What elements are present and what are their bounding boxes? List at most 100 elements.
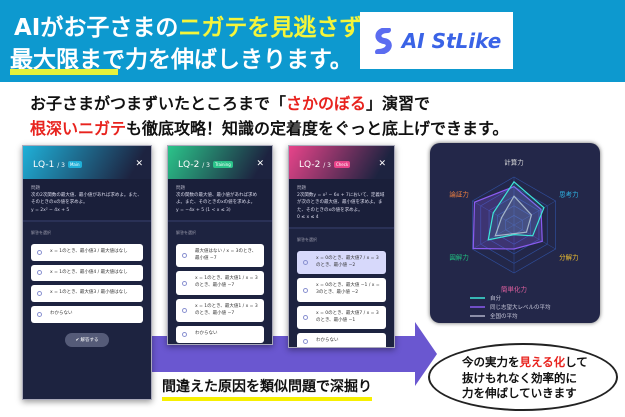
close-icon[interactable]: ✕ [135, 159, 143, 169]
option-text: x = 1のとき、最小値4 / 最大値はなし [50, 269, 128, 275]
question-formula: y = −4x + 5 (1 < x ≤ 3) [176, 207, 231, 213]
question-formula: 0 ≤ x ≤ 4 [297, 214, 319, 220]
quiz-count: / 3 [57, 162, 65, 169]
quiz-badge: Training [212, 161, 233, 168]
option-text: わからない [195, 331, 218, 337]
logo: AI StLike [360, 12, 513, 69]
subtitle-1: お子さまがつまずいたところまで「さかのぼる」演習で [30, 90, 430, 114]
radio-icon[interactable] [37, 311, 42, 317]
answer-option[interactable]: 最大値はない / x = 3のとき、最小値 −7 [176, 243, 264, 268]
s1c: 」演習で [366, 94, 431, 113]
bubble-line-3: 力を伸ばしていきます [462, 386, 577, 401]
s2a: 根深いニガテ [30, 119, 127, 138]
answer-option[interactable]: x = 1のとき、最大値1 / x = 3のとき、最小値 −7 [176, 271, 264, 295]
option-text: x = 0のとき、最大値7 / x = 3のとき、最小値 −2 [316, 255, 379, 268]
legend-label: 同じ志望大レベルの平均 [490, 303, 551, 311]
radar-spoke [472, 224, 515, 250]
b1a: 今の実力を [462, 355, 520, 369]
option-text: 最大値はない / x = 3のとき、最小値 −7 [195, 248, 257, 261]
radio-icon[interactable] [303, 339, 308, 345]
bubble-line-2: 抜けもれなく効率的に [462, 370, 577, 385]
radar-axis-label: 計算力 [504, 158, 524, 167]
header-banner: AIがお子さまのニガテを見逃さず 最大限まで力を伸ばしきります。 AI StLi… [0, 0, 625, 82]
radio-icon[interactable] [182, 280, 187, 286]
radar-series-1 [472, 185, 543, 250]
answer-option[interactable]: わからない [297, 333, 386, 347]
speech-bubble: 今の実力を見える化して 抜けもれなく効率的に 力を伸ばしていきます [428, 343, 618, 411]
radio-icon[interactable] [37, 291, 42, 297]
caption: 間違えた原因を類似問題で深掘り [162, 376, 372, 401]
radio-icon[interactable] [303, 315, 308, 321]
radio-icon[interactable] [303, 260, 308, 266]
quiz-badge: Main [67, 161, 82, 168]
radio-icon[interactable] [37, 249, 42, 255]
answer-option[interactable]: x = 1のとき、最大値3 / 最小値はなし [31, 285, 143, 302]
select-label: 解答を選択 [31, 229, 51, 235]
option-text: x = 1のとき、最小値3 / 最大値はなし [50, 248, 128, 254]
question-block: 問題次の2次関数の最大値、最小値があれば求めよ。また、そのときのxの値を求めよ。… [23, 179, 151, 222]
answer-option[interactable]: x = 1のとき、最小値3 / 最大値はなし [31, 243, 143, 261]
logo-mark-icon [374, 27, 392, 54]
quiz-title: LQ-2 [178, 160, 200, 170]
answer-option[interactable]: x = 0のとき、最大値7 / x = 3のとき、最小値 −2 [297, 250, 386, 275]
answer-option[interactable]: わからない [176, 326, 264, 343]
radio-icon[interactable] [182, 253, 187, 258]
close-icon[interactable]: ✕ [256, 159, 264, 169]
question-label: 問題 [297, 186, 306, 191]
question-text: 次の2次関数の最大値、最小値があれば求めよ。また、そのときのxの値を求めよ。 [31, 193, 142, 206]
question-block: 問題 2次関数y = x² − 6x + 7において、定義域が次のときの最大値、最… [289, 179, 394, 229]
option-text: x = 1のとき、最大値1 / x = 3のとき、最小値 −7 [195, 303, 258, 316]
s2b: も徹底攻略！知識の定着度をぐっと底上げできます。 [126, 119, 509, 138]
option-text: x = 1のとき、最大値1 / x = 3のとき、最小値 −7 [195, 276, 258, 288]
radio-icon[interactable] [182, 332, 187, 338]
radio-icon[interactable] [37, 270, 42, 276]
question-text: 次の関数の最大値、最小値があれば求めよ。また、そのときのxの値を求めよ。 [176, 193, 257, 206]
quiz-title: LQ-1 [33, 160, 55, 170]
radar-spoke [513, 200, 556, 226]
select-label: 解答を選択 [176, 229, 196, 235]
quiz-badge: Check [333, 161, 351, 168]
check-icon: ✔ [75, 336, 81, 342]
headline-underline [10, 69, 118, 75]
radio-icon[interactable] [182, 308, 187, 313]
quiz-title: LQ-2 [299, 160, 321, 170]
legend-label: 自分 [490, 294, 502, 302]
radar-chart-panel: 計算力思考力分解力簡単化力図解力論証力自分同じ志望大レベルの平均全国の平均 [430, 143, 600, 323]
answer-option[interactable]: x = 1のとき、最小値4 / 最大値はなし [31, 264, 143, 282]
question-text: 2次関数y = x² − 6x + 7において、定義域が次のときの最大値、最小値… [297, 193, 385, 213]
s1b: さかのぼる [286, 94, 367, 113]
radar-spoke [513, 224, 556, 250]
option-text: x = 1のとき、最大値3 / 最小値はなし [50, 290, 128, 296]
option-text: わからない [316, 338, 339, 344]
radio-icon[interactable] [303, 287, 308, 293]
radar-axis-label: 簡単化力 [501, 284, 527, 293]
radar-axis-label: 思考力 [559, 189, 579, 198]
close-icon[interactable]: ✕ [378, 159, 386, 169]
answer-option[interactable]: わからない [31, 306, 143, 323]
question-formula: y = 2x² − 4x + 5 [31, 207, 70, 213]
quiz-count: / 3 [323, 162, 331, 169]
submit-label: 解答する [80, 336, 99, 342]
select-label: 解答を選択 [297, 236, 317, 242]
radar-series-0 [487, 180, 545, 241]
answer-option[interactable]: x = 1のとき、最大値1 / x = 3のとき、最小値 −7 [176, 298, 264, 323]
radar-axis-label: 図解力 [449, 253, 469, 262]
radar-series-2 [494, 195, 533, 237]
subtitle-2: 根深いニガテも徹底攻略！知識の定着度をぐっと底上げできます。 [30, 115, 508, 139]
submit-button[interactable]: ✔ 解答する [65, 332, 109, 347]
logo-text: AI StLike [401, 28, 502, 53]
option-text: x = 0のとき、最大値7 / x = 3のとき、最小値 −1 [316, 310, 379, 323]
option-text: わからない [50, 311, 73, 316]
s1a: お子さまがつまずいたところまで「 [30, 94, 287, 113]
headline-2: 最大限まで力を伸ばしきります。 [10, 47, 353, 73]
question-label: 問題 [31, 186, 40, 191]
quiz-count: / 3 [202, 162, 210, 169]
answer-option[interactable]: x = 0のとき、最大値7 / x = 3のとき、最小値 −1 [297, 305, 386, 330]
answer-option[interactable]: x = 0のとき、最大値 −1 / x = 3のとき、最小値 −2 [297, 278, 386, 302]
